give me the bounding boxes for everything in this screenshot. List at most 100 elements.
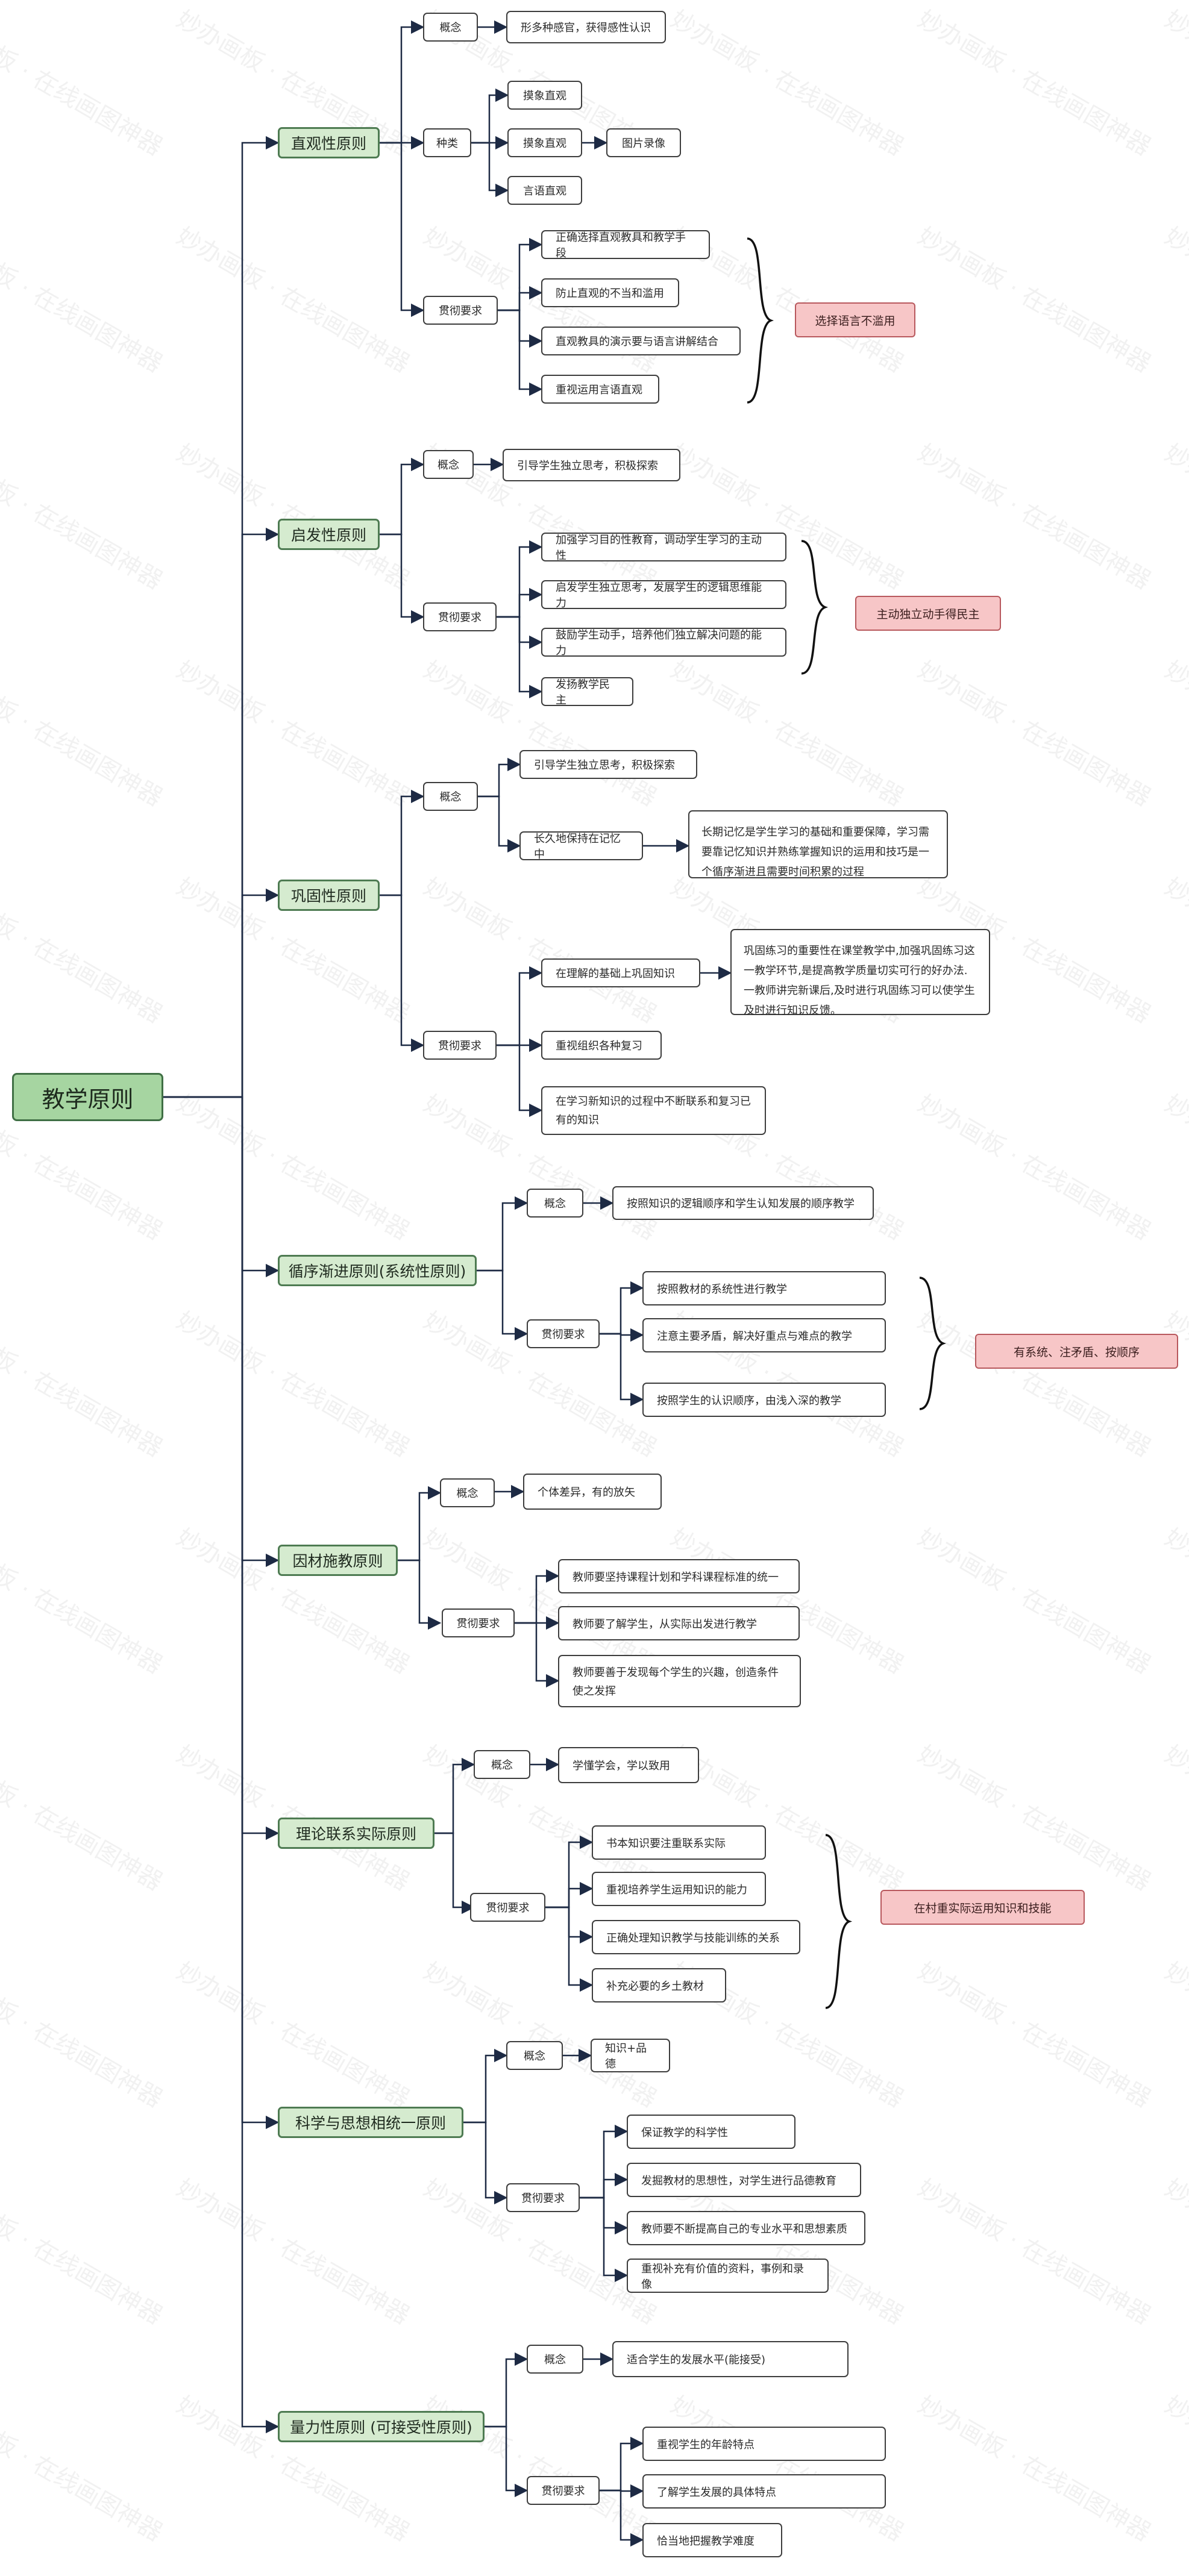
requirement-label[interactable]: 贯彻要求 bbox=[527, 2476, 600, 2505]
kind-item[interactable]: 摸象直观 bbox=[507, 81, 582, 110]
requirement-label[interactable]: 贯彻要求 bbox=[442, 1608, 515, 1637]
connector bbox=[163, 1096, 280, 1278]
concept-label[interactable]: 概念 bbox=[440, 1478, 495, 1507]
requirement-item[interactable]: 了解学生发展的具体特点 bbox=[642, 2474, 886, 2509]
requirement-item[interactable]: 在学习新知识的过程中不断联系和复习已有的知识 bbox=[541, 1086, 766, 1135]
requirement-item[interactable]: 重视培养学生运用知识的能力 bbox=[592, 1872, 766, 1906]
kind-item[interactable]: 摸象直观 bbox=[507, 128, 582, 157]
connector bbox=[478, 757, 521, 798]
connector bbox=[163, 136, 280, 1098]
kind-label[interactable]: 种类 bbox=[423, 128, 471, 157]
connector bbox=[600, 2489, 644, 2547]
kind-extra[interactable]: 图片录像 bbox=[606, 128, 681, 157]
connector bbox=[463, 2048, 508, 2124]
principle-individualized[interactable]: 因材施教原则 bbox=[278, 1545, 398, 1576]
concept-text[interactable]: 引导学生独立思考，积极探索 bbox=[519, 750, 697, 779]
root-topic[interactable]: 教学原则 bbox=[12, 1073, 163, 1121]
connector bbox=[545, 1881, 594, 1909]
requirement-item[interactable]: 防止直观的不当和滥用 bbox=[541, 278, 679, 307]
connector bbox=[497, 966, 543, 1046]
concept-text[interactable]: 学懂学会，学以致用 bbox=[558, 1747, 699, 1783]
concept-label[interactable]: 概念 bbox=[506, 2041, 563, 2070]
concept-label[interactable]: 概念 bbox=[423, 782, 478, 811]
mnemonic-note[interactable]: 有系统、注矛盾、按顺序 bbox=[975, 1334, 1178, 1369]
requirement-item[interactable]: 鼓励学生动手，培养他们独立解决问题的能力 bbox=[541, 628, 786, 657]
connector bbox=[515, 1622, 560, 1688]
requirement-item[interactable]: 教师要不断提高自己的专业水平和思想素质 bbox=[627, 2211, 865, 2245]
requirement-item[interactable]: 按照学生的认识顺序，由浅入深的教学 bbox=[642, 1383, 886, 1417]
connector bbox=[515, 1569, 560, 1624]
requirement-label[interactable]: 贯彻要求 bbox=[506, 2183, 580, 2212]
principle-science-ideology[interactable]: 科学与思想相统一原则 bbox=[278, 2107, 463, 2138]
requirement-item[interactable]: 教师要坚持课程计划和学科课程标准的统一 bbox=[558, 1559, 800, 1593]
requirement-item[interactable]: 加强学习目的性教育，调动学生学习的主动性 bbox=[541, 533, 786, 562]
curly-brace bbox=[747, 237, 774, 404]
concept-label[interactable]: 概念 bbox=[423, 13, 478, 42]
principle-heuristic[interactable]: 启发性原则 bbox=[278, 519, 380, 550]
mnemonic-note[interactable]: 在村重实际运用知识和技能 bbox=[880, 1890, 1085, 1925]
requirement-label[interactable]: 贯彻要求 bbox=[470, 1893, 545, 1922]
connector bbox=[498, 309, 543, 396]
concept-text[interactable]: 个体差异，有的放矢 bbox=[523, 1474, 662, 1510]
connector bbox=[380, 457, 425, 536]
requirement-item[interactable]: 发扬教学民主 bbox=[541, 677, 633, 707]
requirement-label[interactable]: 贯彻要求 bbox=[527, 1319, 600, 1348]
requirement-item[interactable]: 补充必要的乡土教材 bbox=[592, 1968, 726, 2002]
principle-consolidation[interactable]: 巩固性原则 bbox=[278, 880, 380, 911]
principle-theory-practice[interactable]: 理论联系实际原则 bbox=[278, 1818, 435, 1849]
requirement-item[interactable]: 在理解的基础上巩固知识 bbox=[541, 958, 700, 987]
concept-text[interactable]: 知识+品德 bbox=[591, 2039, 670, 2072]
requirement-label[interactable]: 贯彻要求 bbox=[423, 602, 497, 631]
connector bbox=[435, 1832, 475, 1915]
principle-feasibility[interactable]: 量力性原则 (可接受性原则) bbox=[278, 2411, 485, 2442]
connector bbox=[163, 1096, 280, 2434]
concept-text[interactable]: 引导学生独立思考，积极探索 bbox=[503, 449, 680, 481]
requirement-item[interactable]: 重视运用言语直观 bbox=[541, 375, 659, 404]
requirement-label[interactable]: 贯彻要求 bbox=[423, 296, 498, 325]
mnemonic-note[interactable]: 选择语言不滥用 bbox=[795, 302, 915, 337]
principle-gradual[interactable]: 循序渐进原则(系统性原则) bbox=[278, 1255, 477, 1286]
requirement-item[interactable]: 正确选择直观教具和教学手段 bbox=[541, 230, 710, 260]
requirement-item[interactable]: 发掘教材的思想性，对学生进行品德教育 bbox=[627, 2163, 861, 2197]
concept-text[interactable]: 形多种感官，获得感性认识 bbox=[506, 11, 666, 43]
connector bbox=[380, 20, 425, 144]
mnemonic-note[interactable]: 主动独立动手得民主 bbox=[855, 596, 1001, 631]
requirement-item[interactable]: 按照教材的系统性进行教学 bbox=[642, 1271, 886, 1305]
requirement-item[interactable]: 书本知识要注重联系实际 bbox=[592, 1825, 766, 1860]
requirement-item[interactable]: 重视补充有价值的资料，事例和录像 bbox=[627, 2259, 829, 2293]
connector bbox=[163, 1096, 280, 2130]
requirement-item[interactable]: 重视组织各种复习 bbox=[541, 1031, 662, 1060]
requirement-label[interactable]: 贯彻要求 bbox=[423, 1031, 497, 1060]
connector bbox=[398, 1559, 442, 1630]
requirement-item[interactable]: 重视学生的年龄特点 bbox=[642, 2427, 886, 2461]
connector bbox=[600, 1333, 644, 1407]
connector bbox=[497, 1044, 543, 1118]
concept-label[interactable]: 概念 bbox=[527, 2345, 583, 2374]
concept-text[interactable]: 按照知识的逻辑顺序和学生认知发展的顺序教学 bbox=[612, 1186, 874, 1220]
concept-label[interactable]: 概念 bbox=[423, 450, 474, 479]
concept-label[interactable]: 概念 bbox=[474, 1750, 530, 1779]
connector bbox=[477, 1196, 529, 1272]
connector bbox=[580, 2172, 629, 2199]
requirement-item[interactable]: 正确处理知识教学与技能训练的关系 bbox=[592, 1920, 800, 1954]
requirement-item[interactable]: 启发学生独立思考，发展学生的逻辑思维能力 bbox=[541, 580, 786, 610]
connector bbox=[471, 142, 509, 198]
curly-brace bbox=[801, 540, 828, 675]
requirement-item[interactable]: 保证教学的科学性 bbox=[627, 2115, 795, 2149]
requirement-detail[interactable]: 巩固练习的重要性在课堂教学中,加强巩固练习这一教学环节,是提高教学质量切实可行的… bbox=[730, 929, 990, 1017]
requirement-item[interactable]: 直观教具的演示要与语言讲解结合 bbox=[541, 327, 741, 355]
connector bbox=[380, 894, 425, 1052]
concept-detail[interactable]: 长期记忆是学生学习的基础和重要保障，学习需要靠记忆知识并熟练掌握知识的运用和技巧… bbox=[688, 810, 948, 878]
requirement-item[interactable]: 教师要了解学生，从实际出发进行教学 bbox=[558, 1606, 800, 1640]
requirement-item[interactable]: 恰当地把握教学难度 bbox=[642, 2523, 782, 2557]
concept-text[interactable]: 适合学生的发展水平(能接受) bbox=[612, 2341, 849, 2377]
connector bbox=[485, 2352, 529, 2428]
kind-item[interactable]: 言语直观 bbox=[507, 176, 582, 205]
requirement-item[interactable]: 教师要善于发现每个学生的兴趣，创造条件使之发挥 bbox=[558, 1655, 801, 1707]
requirement-item[interactable]: 注意主要矛盾，解决好重点与难点的教学 bbox=[642, 1318, 886, 1352]
concept-label[interactable]: 概念 bbox=[527, 1189, 583, 1218]
curly-brace bbox=[919, 1277, 946, 1410]
concept-text[interactable]: 长久地保持在记忆中 bbox=[519, 831, 643, 861]
principle-intuitive[interactable]: 直观性原则 bbox=[278, 127, 380, 158]
